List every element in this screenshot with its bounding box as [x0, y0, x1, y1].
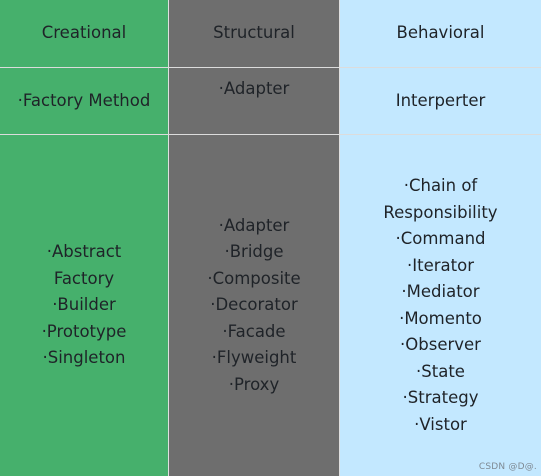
pattern-item: ·Chain of — [403, 176, 478, 195]
pattern-item: Interperter — [395, 90, 486, 110]
pattern-item: ·Bridge — [224, 242, 284, 262]
behavioral-object-cell: ·Chain of Responsibility ·Command ·Iterator… — [340, 135, 541, 476]
structural-class-list: ·Adapter — [219, 76, 290, 103]
pattern-item: ·Iterator — [407, 255, 474, 275]
creational-header: Creational — [41, 23, 127, 43]
behavioral-object-list: ·Chain of Responsibility ·Command ·Iterator… — [383, 173, 497, 438]
pattern-item: ·Facade — [222, 321, 286, 341]
pattern-item: ·Singleton — [42, 348, 126, 368]
creational-class-list: ·Factory Method — [18, 88, 151, 115]
structural-class-cell: ·Adapter — [169, 68, 340, 135]
behavioral-header: Behavioral — [396, 23, 485, 43]
creational-header-cell: Creational — [0, 0, 169, 68]
pattern-item: ·Strategy — [402, 388, 479, 407]
pattern-item: ·Vistor — [414, 414, 467, 434]
creational-class-cell: ·Factory Method — [0, 68, 169, 135]
pattern-item: Factory — [53, 268, 115, 288]
pattern-item: Responsibility — [383, 202, 498, 222]
pattern-item: ·Proxy — [228, 374, 280, 394]
structural-header: Structural — [213, 23, 295, 43]
pattern-item: ·Decorator — [210, 295, 298, 315]
pattern-item: ·Factory Method — [17, 90, 151, 110]
behavioral-class-cell: Interperter — [340, 68, 541, 135]
pattern-item: ·Command — [395, 229, 486, 248]
pattern-item: ·Composite — [207, 268, 301, 288]
pattern-item: ·Flyweight — [211, 348, 297, 368]
watermark-text: CSDN @D@. — [478, 462, 537, 472]
structural-header-cell: Structural — [169, 0, 340, 68]
structural-object-cell: ·Adapter ·Bridge ·Composite ·Decorator ·Faca… — [169, 135, 340, 476]
behavioral-header-cell: Behavioral — [340, 0, 541, 68]
structural-object-list: ·Adapter ·Bridge ·Composite ·Decorator ·Faca… — [207, 213, 300, 399]
pattern-item: ·Abstract — [46, 242, 122, 262]
pattern-item: ·Adapter — [218, 79, 290, 98]
pattern-item: ·Builder — [52, 295, 116, 315]
pattern-item: ·Momento — [399, 308, 482, 328]
behavioral-class-list: Interperter — [396, 88, 486, 115]
pattern-item: ·Mediator — [401, 282, 480, 301]
pattern-item: ·Observer — [400, 335, 481, 354]
pattern-item: ·State — [416, 361, 465, 381]
pattern-item: ·Prototype — [41, 321, 127, 341]
pattern-item: ·Adapter — [218, 215, 290, 235]
